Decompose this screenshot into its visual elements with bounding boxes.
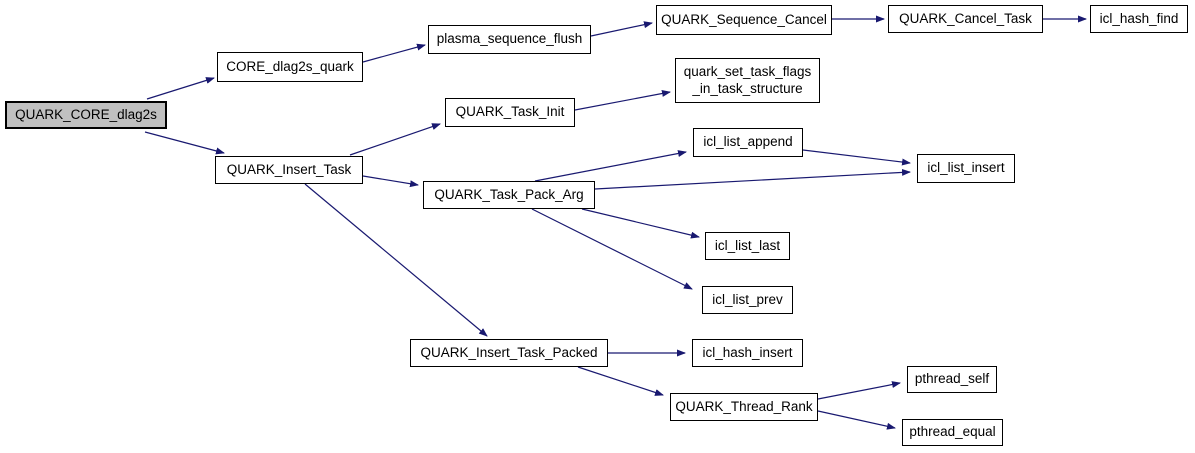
edge-quark-task-init-to-quark-set-task-flags — [574, 90, 671, 111]
edge-quark-insert-task-to-quark-insert-task-packed — [304, 183, 488, 337]
node-pthread-equal[interactable]: pthread_equal — [902, 419, 1003, 446]
node-icl-hash-insert[interactable]: icl_hash_insert — [692, 339, 803, 367]
edge-quark-insert-task-to-quark-task-init — [349, 123, 441, 156]
node-quark-task-init[interactable]: QUARK_Task_Init — [445, 98, 575, 127]
node-quark-insert-task[interactable]: QUARK_Insert_Task — [215, 156, 363, 184]
edge-root-to-core-dlag2s-quark — [146, 77, 215, 100]
node-icl-hash-find[interactable]: icl_hash_find — [1090, 5, 1188, 33]
node-quark-insert-task-packed[interactable]: QUARK_Insert_Task_Packed — [410, 339, 608, 367]
node-plasma-sequence-flush[interactable]: plasma_sequence_flush — [428, 25, 591, 54]
edge-quark-task-pack-arg-to-icl-list-insert — [594, 168, 911, 190]
edge-quark-task-pack-arg-to-icl-list-prev — [531, 208, 693, 290]
node-icl-list-append[interactable]: icl_list_append — [693, 128, 803, 157]
node-quark-core-dlag2s: QUARK_CORE_dlag2s — [5, 101, 167, 129]
node-quark-cancel-task[interactable]: QUARK_Cancel_Task — [888, 5, 1043, 33]
node-core-dlag2s-quark[interactable]: CORE_dlag2s_quark — [217, 52, 363, 82]
node-quark-set-task-flags-in-task-structure[interactable]: quark_set_task_flags _in_task_structure — [675, 58, 820, 103]
edge-quark-task-pack-arg-to-icl-list-last — [581, 208, 700, 239]
edge-quark-thread-rank-to-pthread-self — [817, 381, 901, 400]
node-icl-list-prev[interactable]: icl_list_prev — [702, 286, 793, 314]
node-quark-task-pack-arg[interactable]: QUARK_Task_Pack_Arg — [423, 181, 595, 209]
edge-plasma-sequence-flush-to-quark-sequence-cancel — [590, 21, 653, 37]
node-icl-list-insert[interactable]: icl_list_insert — [917, 154, 1015, 183]
node-quark-thread-rank[interactable]: QUARK_Thread_Rank — [670, 393, 818, 421]
edge-quark-thread-rank-to-pthread-equal — [817, 410, 896, 430]
edge-quark-insert-task-packed-to-quark-thread-rank — [577, 366, 664, 396]
edge-quark-insert-task-to-quark-task-pack-arg — [362, 175, 419, 188]
edge-root-to-quark-insert-task — [144, 131, 225, 155]
node-pthread-self[interactable]: pthread_self — [907, 366, 997, 393]
node-icl-list-last[interactable]: icl_list_last — [705, 232, 790, 260]
edge-core-dlag2s-quark-to-plasma-sequence-flush — [362, 43, 426, 63]
node-quark-sequence-cancel[interactable]: QUARK_Sequence_Cancel — [656, 5, 832, 35]
edge-icl-list-append-to-icl-list-insert — [802, 149, 911, 166]
edge-quark-task-pack-arg-to-icl-list-append — [534, 150, 687, 182]
